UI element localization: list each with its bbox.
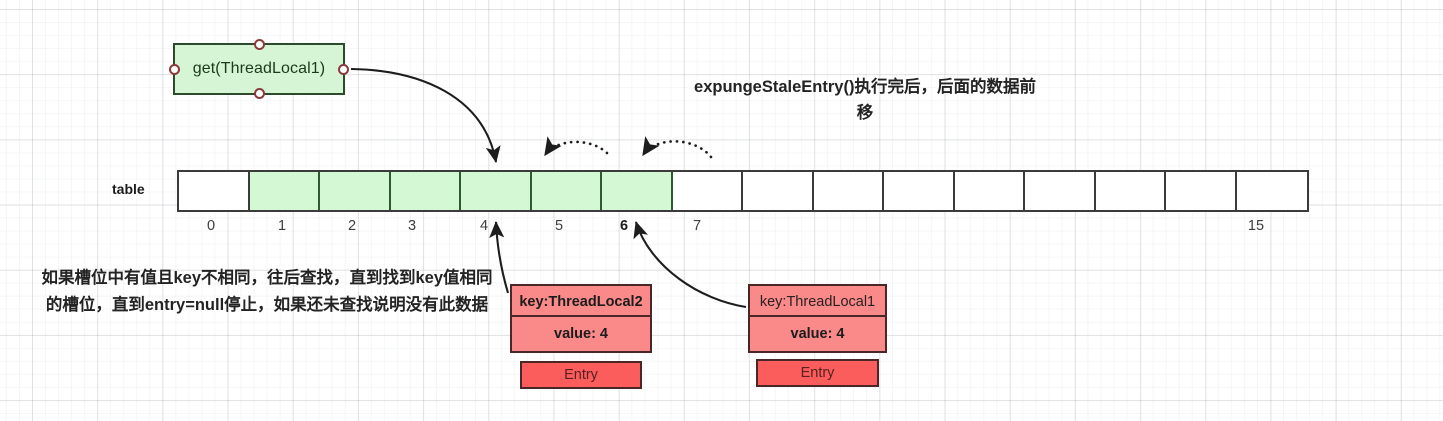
entry-footer-label: Entry <box>756 359 879 387</box>
table-cell-14[interactable] <box>1166 172 1237 210</box>
index-label-6: 6 <box>619 218 629 234</box>
arrow-shift-6-to-5 <box>543 136 609 157</box>
table-cell-10[interactable] <box>884 172 955 210</box>
index-label-7: 7 <box>692 218 702 234</box>
arrow-shift-7-to-6 <box>641 136 713 159</box>
probe-note: 如果槽位中有值且key不相同，往后查找，直到找到key值相同的槽位，直到entr… <box>41 269 493 314</box>
entry-footer-label: Entry <box>520 361 642 389</box>
table-cell-3[interactable] <box>390 172 461 210</box>
connector-port-top[interactable] <box>253 39 265 50</box>
table-cell-5[interactable] <box>531 172 602 210</box>
entry-value-label: value: 4 <box>510 317 652 353</box>
table-row <box>177 170 1309 212</box>
arrow-get-to-slot4 <box>350 67 501 164</box>
table-cell-2[interactable] <box>320 172 391 210</box>
index-label-2: 2 <box>347 218 357 234</box>
entry-threadlocal1[interactable]: key:ThreadLocal1 value: 4 Entry <box>748 284 887 387</box>
table-cell-0[interactable] <box>179 172 250 210</box>
entry-key-label: key:ThreadLocal2 <box>510 284 652 317</box>
index-label-3: 3 <box>407 218 417 234</box>
table-cell-9[interactable] <box>813 172 884 210</box>
index-label-5: 5 <box>554 218 564 234</box>
entry-value-label: value: 4 <box>748 317 887 353</box>
get-threadlocal-box[interactable]: get(ThreadLocal1) <box>169 39 349 99</box>
connector-port-left[interactable] <box>169 63 180 75</box>
table-cell-4[interactable] <box>461 172 532 210</box>
table-cell-7[interactable] <box>672 172 743 210</box>
expunge-note: expungeStaleEntry()执行完后，后面的数据前移 <box>694 78 1036 122</box>
connector-port-bottom[interactable] <box>253 88 265 99</box>
table-cell-12[interactable] <box>1025 172 1096 210</box>
table-cell-8[interactable] <box>743 172 814 210</box>
entry-key-label: key:ThreadLocal1 <box>748 284 887 317</box>
table-label: table <box>112 181 145 197</box>
index-label-0: 0 <box>206 218 216 234</box>
table-cell-6[interactable] <box>602 172 673 210</box>
table-cell-11[interactable] <box>954 172 1025 210</box>
index-label-4: 4 <box>479 218 489 234</box>
get-threadlocal-label: get(ThreadLocal1) <box>192 60 326 77</box>
table-cell-15[interactable] <box>1236 172 1307 210</box>
table-cell-1[interactable] <box>249 172 320 210</box>
index-label-15: 15 <box>1247 218 1265 234</box>
arrow-entry1-to-slot6 <box>633 220 747 309</box>
table-cell-13[interactable] <box>1095 172 1166 210</box>
connector-port-right[interactable] <box>338 63 349 75</box>
index-label-1: 1 <box>277 218 287 234</box>
entry-threadlocal2[interactable]: key:ThreadLocal2 value: 4 Entry <box>510 284 652 389</box>
